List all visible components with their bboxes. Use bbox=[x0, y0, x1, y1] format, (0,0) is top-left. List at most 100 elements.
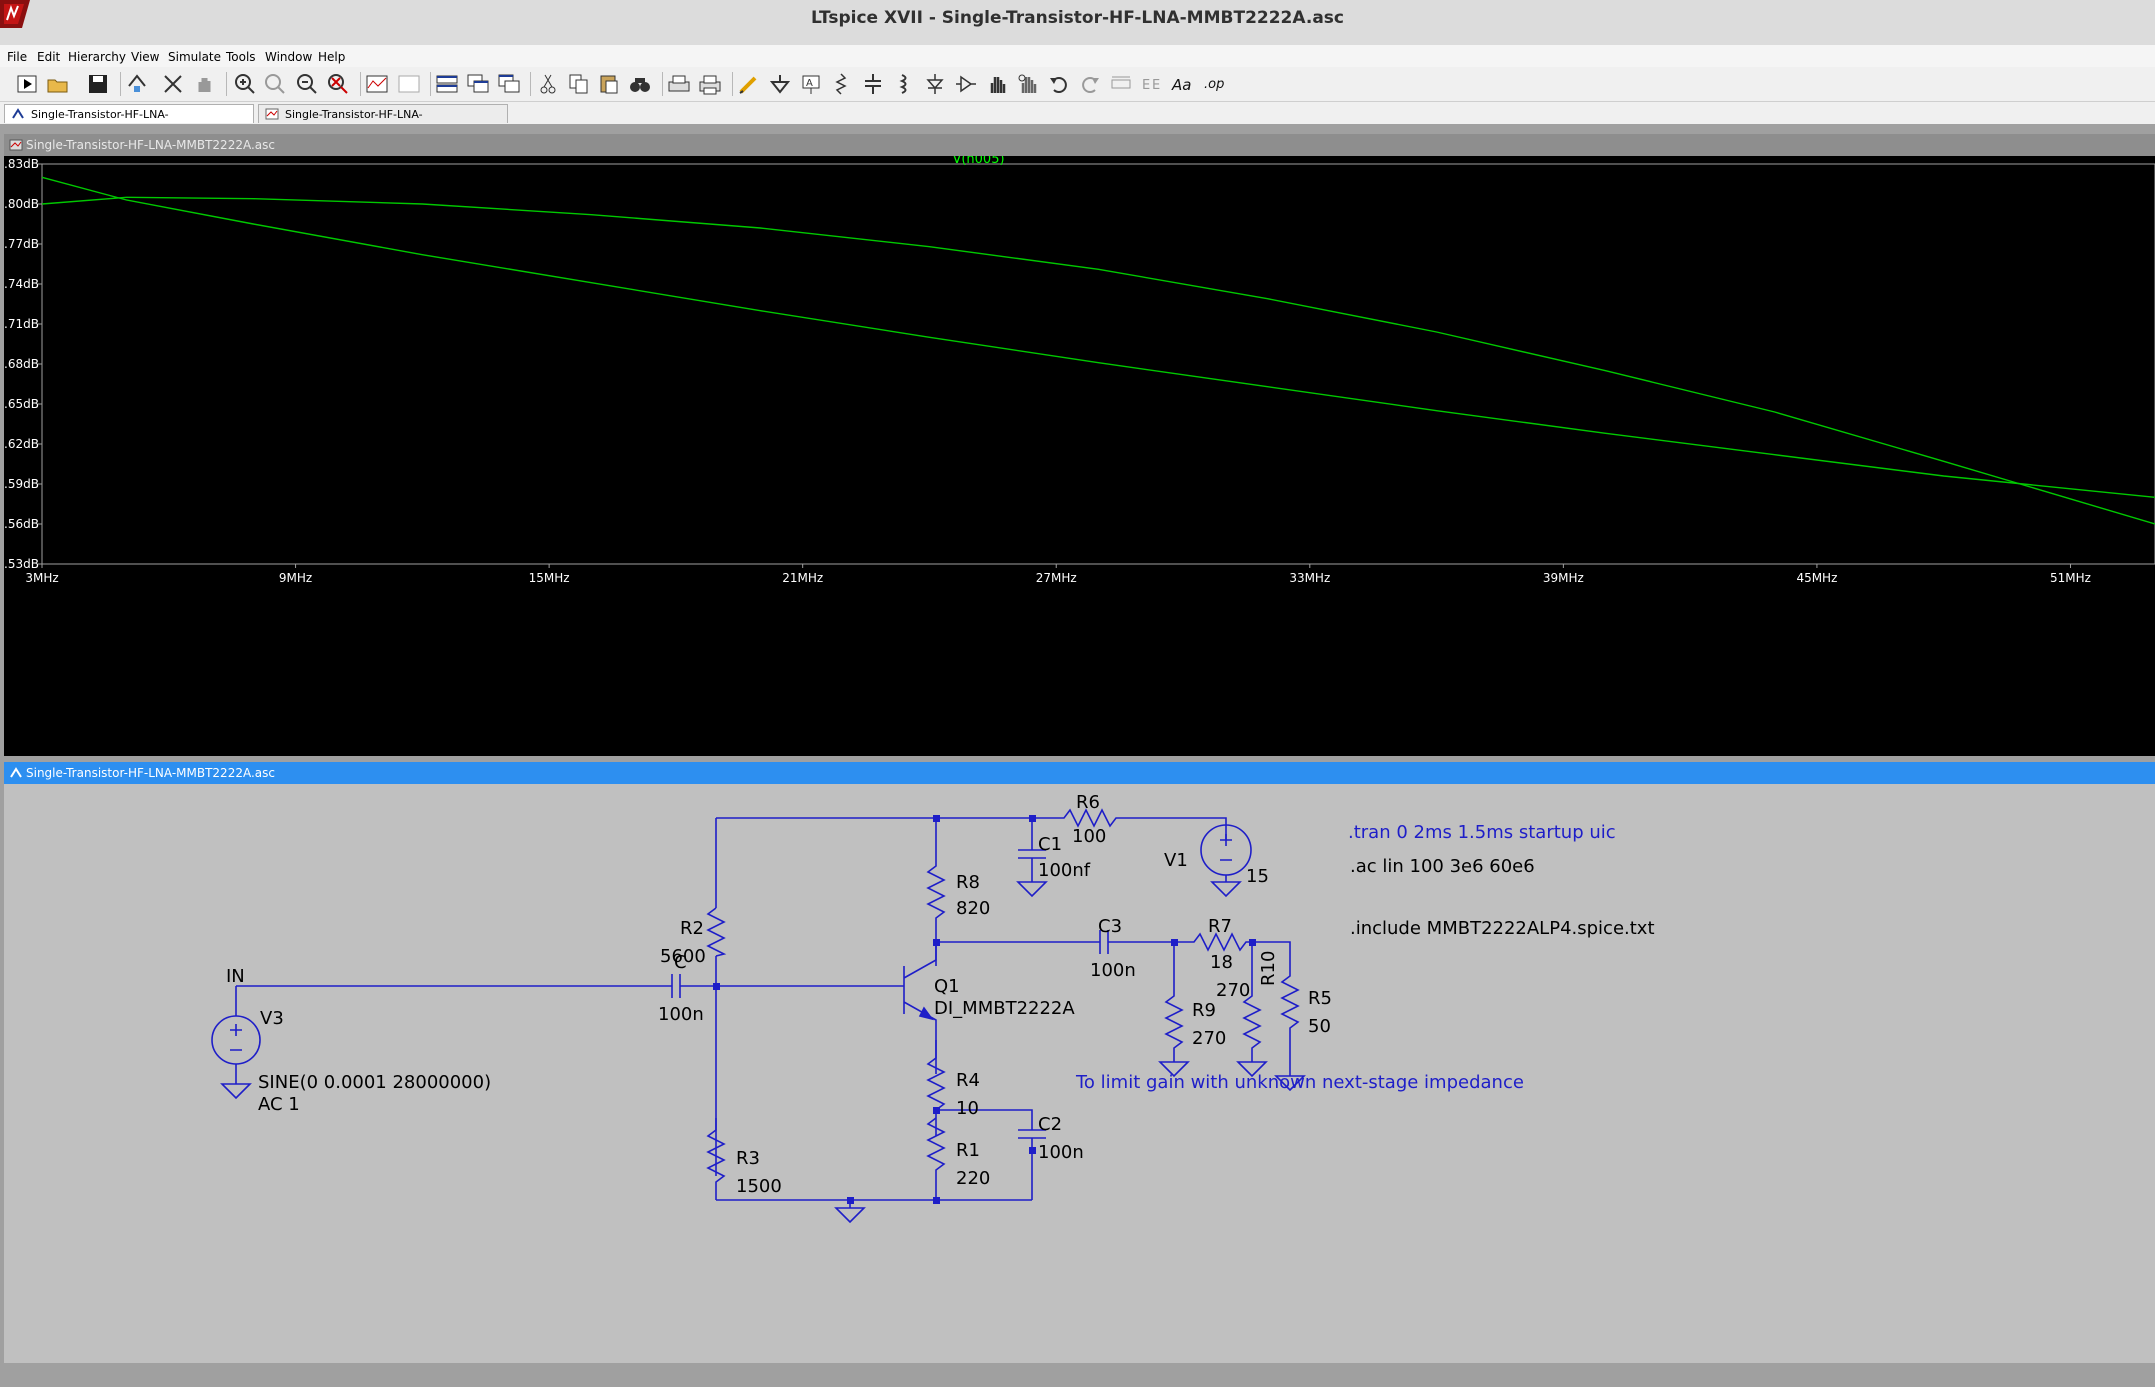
cut-icon[interactable] bbox=[535, 72, 561, 96]
menu-hierarchy[interactable]: Hierarchy bbox=[68, 50, 127, 64]
waveform-window[interactable]: Single-Transistor-HF-LNA-MMBT2222A.asc 7… bbox=[0, 134, 2155, 756]
tran-directive[interactable]: .tran 0 2ms 1.5ms startup uic bbox=[1348, 822, 1616, 843]
tile-horizontal-icon[interactable] bbox=[434, 72, 460, 96]
control-panel-icon[interactable] bbox=[124, 72, 150, 96]
capacitor-c[interactable] bbox=[236, 974, 904, 998]
capacitor-c1[interactable] bbox=[1016, 818, 1048, 898]
schematic-window[interactable]: Single-Transistor-HF-LNA-MMBT2222A.asc bbox=[4, 762, 2155, 1363]
zoom-area-icon[interactable] bbox=[262, 72, 288, 96]
y-tick-label: 7.59dB bbox=[4, 477, 39, 491]
trace-name-label[interactable]: V(n005) bbox=[952, 152, 1004, 167]
text-icon[interactable]: Aa bbox=[1170, 72, 1196, 96]
ground-icon[interactable] bbox=[767, 72, 793, 96]
toolbar-separator bbox=[120, 72, 121, 96]
move-icon[interactable] bbox=[984, 72, 1010, 96]
transistor-q1[interactable] bbox=[903, 942, 937, 1074]
pan-icon[interactable] bbox=[192, 72, 218, 96]
schematic-canvas[interactable]: R6 100 C1 100nf V1 15 R8 820 R2 5600 C3 … bbox=[4, 784, 2155, 1363]
menu-file[interactable]: File bbox=[7, 50, 28, 64]
menu-tools[interactable]: Tools bbox=[226, 50, 256, 64]
x-tick-label: 51MHz bbox=[2050, 571, 2091, 585]
schematic-comment[interactable]: To limit gain with unknown next-stage im… bbox=[1075, 1072, 1524, 1093]
r5-value: 50 bbox=[1308, 1016, 1331, 1037]
waveform-plot-area[interactable]: 7.83dB7.80dB7.77dB7.74dB7.71dB7.68dB7.65… bbox=[0, 152, 2155, 756]
copy-icon[interactable] bbox=[566, 72, 592, 96]
menu-edit[interactable]: Edit bbox=[37, 50, 61, 64]
resistor-r5[interactable] bbox=[1252, 941, 1306, 1092]
resistor-r1[interactable] bbox=[926, 1117, 946, 1200]
r9-label: R9 bbox=[1192, 1000, 1216, 1021]
rotate-icon[interactable] bbox=[1108, 72, 1134, 96]
x-tick-label: 39MHz bbox=[1543, 571, 1584, 585]
cursor-icon[interactable] bbox=[396, 72, 422, 96]
c-value: 100n bbox=[658, 1004, 704, 1025]
schematic-drawing[interactable]: R6 100 C1 100nf V1 15 R8 820 R2 5600 C3 … bbox=[4, 784, 2155, 1363]
run-icon[interactable] bbox=[14, 72, 40, 96]
c1-label: C1 bbox=[1038, 834, 1062, 855]
resistor-r3[interactable] bbox=[706, 1118, 726, 1200]
x-tick-label: 33MHz bbox=[1289, 571, 1330, 585]
component-icon[interactable] bbox=[953, 72, 979, 96]
save-icon[interactable] bbox=[85, 72, 111, 96]
menu-simulate[interactable]: Simulate bbox=[168, 50, 222, 64]
waveform-window-title: Single-Transistor-HF-LNA-MMBT2222A.asc bbox=[26, 138, 275, 152]
resistor-r9[interactable] bbox=[1158, 942, 1190, 1078]
emitter-arrow-icon bbox=[918, 1006, 934, 1021]
halt-icon[interactable] bbox=[160, 72, 186, 96]
x-tick-label: 3MHz bbox=[25, 571, 58, 585]
trace-line-1[interactable] bbox=[41, 196, 2155, 525]
resistor-icon[interactable] bbox=[828, 72, 854, 96]
waveform-chart[interactable]: 7.83dB7.80dB7.77dB7.74dB7.71dB7.68dB7.65… bbox=[0, 152, 2155, 756]
y-tick-label: 7.68dB bbox=[4, 357, 39, 371]
resistor-r10[interactable] bbox=[1236, 942, 1268, 1078]
r7-label: R7 bbox=[1208, 916, 1232, 937]
diode-icon[interactable] bbox=[922, 72, 948, 96]
svg-text:A: A bbox=[806, 78, 813, 89]
y-tick-label: 7.83dB bbox=[4, 157, 39, 171]
waveform-window-titlebar[interactable]: Single-Transistor-HF-LNA-MMBT2222A.asc bbox=[4, 134, 2155, 156]
wire-icon[interactable] bbox=[736, 72, 762, 96]
schematic-window-titlebar[interactable]: Single-Transistor-HF-LNA-MMBT2222A.asc bbox=[4, 762, 2155, 784]
menu-view[interactable]: View bbox=[131, 50, 160, 64]
include-directive[interactable]: .include MMBT2222ALP4.spice.txt bbox=[1350, 918, 1655, 939]
inductor-icon[interactable] bbox=[891, 72, 917, 96]
cascade-icon[interactable] bbox=[465, 72, 491, 96]
x-tick-label: 9MHz bbox=[279, 571, 312, 585]
voltage-source-v3[interactable] bbox=[211, 1015, 261, 1065]
tab-schematic[interactable]: Single-Transistor-HF-LNA-MMBT2222A.asc bbox=[4, 104, 254, 140]
find-icon[interactable] bbox=[627, 72, 653, 96]
resistor-r8[interactable] bbox=[926, 818, 946, 966]
plot-frame bbox=[41, 163, 2155, 565]
redo-icon[interactable] bbox=[1077, 72, 1103, 96]
paste-icon[interactable] bbox=[596, 72, 622, 96]
x-tick-label: 27MHz bbox=[1036, 571, 1077, 585]
print-setup-icon[interactable] bbox=[666, 72, 692, 96]
resistor-r6[interactable] bbox=[1032, 808, 1227, 840]
open-icon[interactable] bbox=[45, 72, 71, 96]
toolbar-separator bbox=[226, 72, 227, 96]
net-label-in: IN bbox=[226, 966, 245, 987]
r8-label: R8 bbox=[956, 872, 980, 893]
ac-directive[interactable]: .ac lin 100 3e6 60e6 bbox=[1350, 856, 1535, 877]
menu-help[interactable]: Help bbox=[318, 50, 346, 64]
resistor-r2[interactable] bbox=[706, 907, 727, 957]
menu-window[interactable]: Window bbox=[265, 50, 313, 64]
label-icon[interactable]: A bbox=[798, 72, 824, 96]
tab-waveform[interactable]: Single-Transistor-HF-LNA-MMBT2222A.asc bbox=[258, 104, 508, 140]
spice-directive-icon[interactable]: .op bbox=[1201, 72, 1227, 96]
capacitor-c2[interactable] bbox=[936, 1109, 1046, 1200]
zoom-fit-icon[interactable] bbox=[325, 72, 351, 96]
capacitor-icon[interactable] bbox=[860, 72, 886, 96]
resistor-r7[interactable] bbox=[1174, 932, 1252, 952]
autorange-icon[interactable] bbox=[364, 72, 390, 96]
r6-value: 100 bbox=[1072, 826, 1106, 847]
tile-vertical-icon[interactable] bbox=[496, 72, 522, 96]
trace-line-2[interactable] bbox=[41, 176, 2155, 498]
r9-value: 270 bbox=[1192, 1028, 1226, 1049]
zoom-in-icon[interactable] bbox=[232, 72, 258, 96]
undo-icon[interactable] bbox=[1046, 72, 1072, 96]
print-icon[interactable] bbox=[697, 72, 723, 96]
zoom-out-icon[interactable] bbox=[294, 72, 320, 96]
drag-icon[interactable] bbox=[1015, 72, 1041, 96]
